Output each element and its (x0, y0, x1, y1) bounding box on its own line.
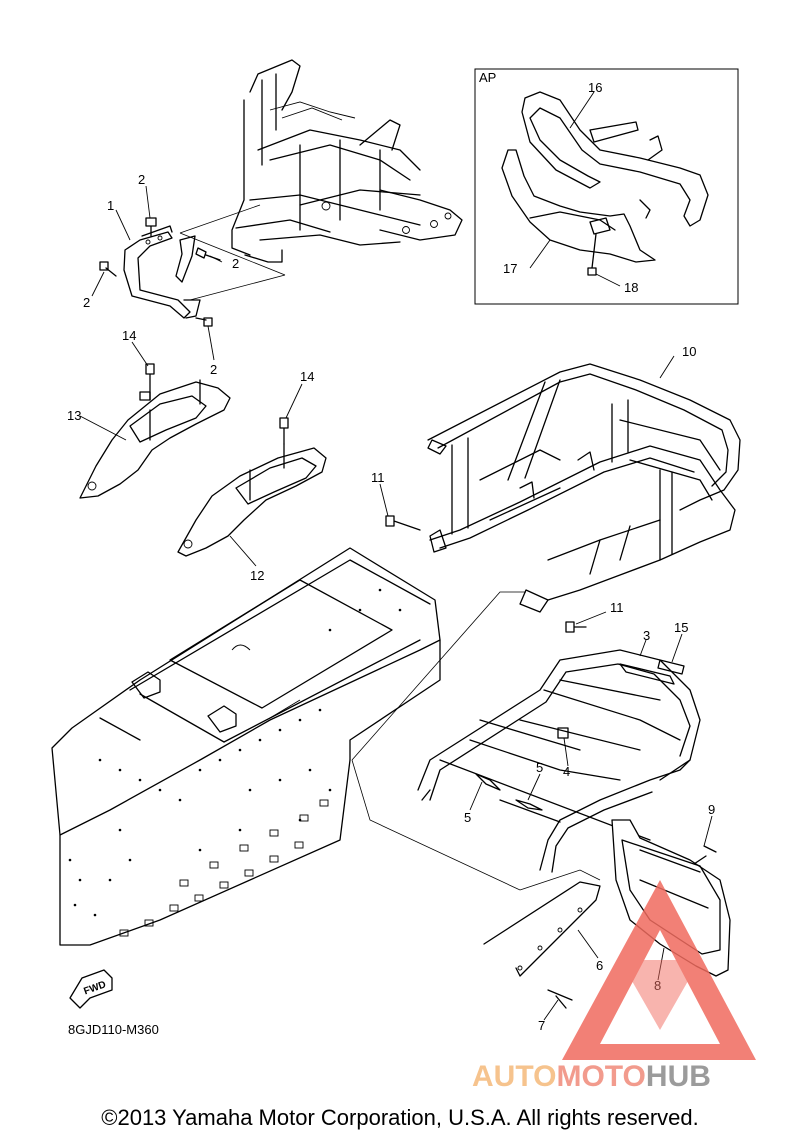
callout-15: 15 (674, 620, 688, 635)
tunnel-slots (119, 799, 329, 937)
callout-11-top: 11 (371, 470, 385, 485)
watermark: AUTOMOTOHUB (472, 880, 756, 1093)
callout-11-bottom: 11 (610, 600, 624, 615)
watermark-logo-inner (620, 960, 700, 1030)
leader-lines-frame (179, 204, 286, 301)
part-13-side-cover (79, 363, 231, 499)
watermark-text: AUTOMOTOHUB (472, 1060, 711, 1093)
inset-ap-frame (474, 68, 739, 305)
part-10-rear-rack (427, 363, 741, 613)
bolts-11 (385, 515, 587, 633)
callout-2-right: 2 (232, 256, 239, 271)
callout-3: 3 (643, 628, 650, 643)
callout-14-left: 14 (122, 328, 136, 343)
callout-2-top: 2 (138, 172, 145, 187)
watermark-part-3: HUB (646, 1060, 711, 1093)
callout-9: 9 (708, 802, 715, 817)
part-12-side-cover (177, 417, 327, 557)
part-8-flap (611, 819, 731, 977)
callout-5-right: 5 (536, 760, 543, 775)
callout-4: 4 (563, 764, 570, 779)
watermark-logo (562, 880, 756, 1060)
inset-ap-label: AP (479, 70, 496, 85)
part-16-rear-bumper (521, 91, 709, 227)
callout-10: 10 (682, 344, 696, 359)
callout-12: 12 (250, 568, 264, 583)
callout-18: 18 (624, 280, 638, 295)
part-6-bracket (483, 881, 601, 977)
vehicle-tunnel (51, 547, 441, 946)
callout-1: 1 (107, 198, 114, 213)
callout-6: 6 (596, 958, 603, 973)
watermark-part-2: MOTO (556, 1060, 645, 1093)
part-5-rivets (475, 773, 543, 811)
callout-14-right: 14 (300, 369, 314, 384)
callout-numbers: 1 2 2 2 2 16 17 18 14 14 13 12 10 11 11 … (67, 80, 715, 1033)
watermark-part-1: AUTO (472, 1060, 556, 1093)
bolts-2 (99, 217, 221, 327)
part-7-rivet (547, 989, 573, 1009)
part-15-strip (657, 659, 685, 675)
callout-2-left: 2 (83, 295, 90, 310)
chassis-frame (231, 59, 463, 263)
callout-13: 13 (67, 408, 81, 423)
leader-line-lower (351, 759, 601, 891)
part-9-rivet (693, 845, 717, 865)
leader-line-rack (351, 591, 526, 761)
part-1-front-bracket (123, 225, 201, 319)
copyright-notice: ©2013 Yamaha Motor Corporation, U.S.A. A… (101, 1105, 698, 1130)
callout-17: 17 (503, 261, 517, 276)
callout-2-bottom: 2 (210, 362, 217, 377)
diagram-code: 8GJD110-M360 (68, 1022, 159, 1037)
fwd-arrow: FWD (69, 969, 113, 1009)
callout-7: 7 (538, 1018, 545, 1033)
tunnel-holes (68, 588, 402, 917)
part-17-skid-plate (501, 149, 656, 276)
part-3-lower-rack (417, 649, 701, 873)
callout-16: 16 (588, 80, 602, 95)
callout-5-left: 5 (464, 810, 471, 825)
